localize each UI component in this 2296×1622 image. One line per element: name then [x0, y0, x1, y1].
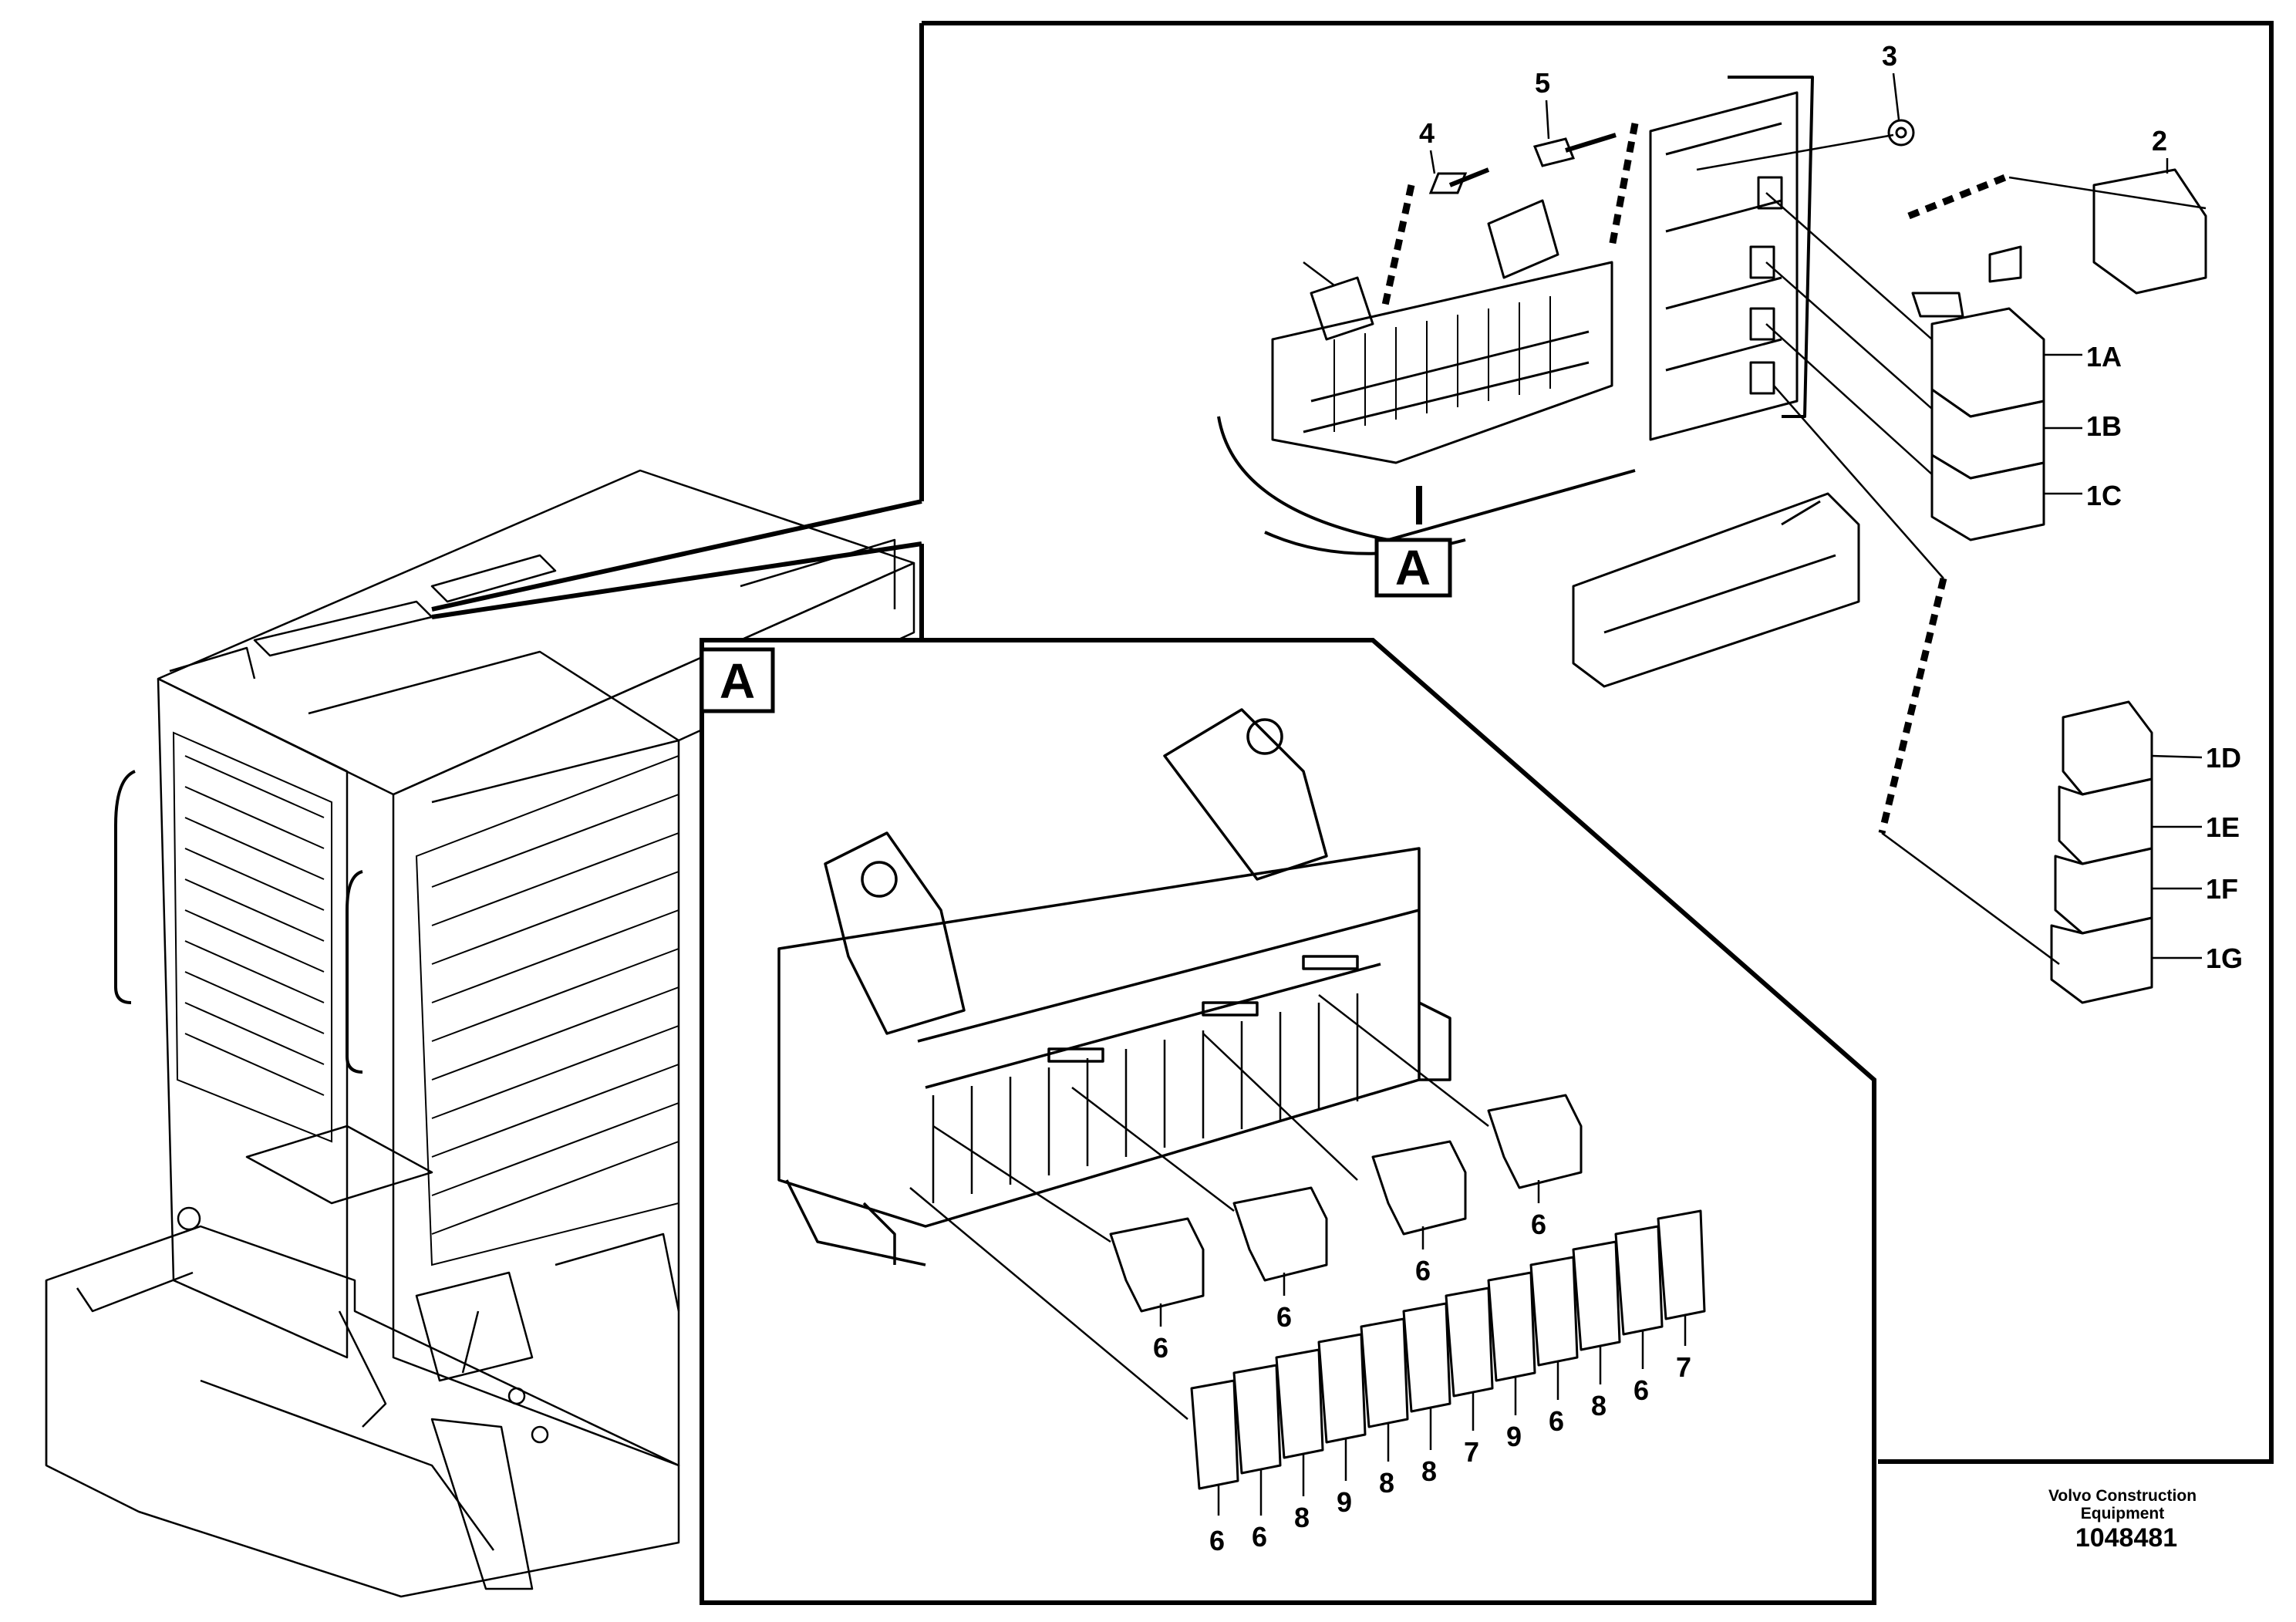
brand-line-1: Volvo Construction — [2048, 1487, 2197, 1505]
callout-inset-lower-1: 6 — [1209, 1525, 1225, 1556]
number-leaders — [1159, 1180, 1687, 1516]
machine-overview — [45, 469, 915, 1598]
callout-1a: 1A — [2086, 341, 2122, 373]
callout-inset-lower-6: 8 — [1421, 1455, 1437, 1487]
callout-inset-lower-12: 7 — [1676, 1351, 1691, 1383]
callout-inset-6b: 6 — [1276, 1301, 1292, 1333]
brand-line-2: Equipment — [2080, 1505, 2165, 1523]
callout-leaders-top — [1429, 73, 2203, 959]
callout-inset-lower-10: 8 — [1591, 1390, 1607, 1421]
detail-marker-inset: A — [700, 647, 775, 713]
callout-inset-6a: 6 — [1153, 1332, 1168, 1364]
fuse-box-inset — [777, 708, 1451, 1266]
callout-1d: 1D — [2206, 742, 2241, 774]
brand-label: Volvo Construction Equipment — [2022, 1487, 2223, 1523]
inset-frame — [700, 638, 1876, 1605]
lower-fuses — [1190, 1209, 1706, 1490]
callout-1b: 1B — [2086, 410, 2122, 442]
relay-group-abc — [1911, 168, 2207, 541]
callout-3: 3 — [1882, 40, 1897, 72]
dashed-leaders — [1381, 123, 2007, 835]
drawing-number: 1048481 — [2075, 1523, 2178, 1553]
callouts-inset-upper: 6 6 6 6 — [1153, 1209, 1546, 1364]
inset-leaders — [909, 994, 1489, 1420]
callout-inset-lower-2: 6 — [1252, 1521, 1267, 1553]
callouts-top: 1A 1B 1C 1D 1E 1F 1G 2 3 4 5 — [1419, 40, 2243, 974]
detail-frame-top — [919, 21, 2274, 1464]
relay-bracket — [1572, 76, 1860, 688]
callouts-inset-lower: 6 6 8 9 8 8 7 9 6 8 6 7 — [1209, 1351, 1691, 1556]
callout-inset-lower-8: 9 — [1506, 1421, 1522, 1452]
detail-marker-top: A — [1374, 538, 1452, 598]
callout-2: 2 — [2152, 125, 2167, 157]
callout-inset-lower-4: 9 — [1337, 1486, 1352, 1518]
callout-inset-lower-3: 8 — [1294, 1502, 1310, 1533]
callout-inset-6c: 6 — [1415, 1255, 1431, 1286]
callout-1c: 1C — [2086, 480, 2122, 511]
callout-inset-lower-9: 6 — [1549, 1405, 1564, 1437]
detail-leader — [431, 499, 922, 619]
relay-group-defg — [2050, 700, 2153, 1004]
callout-5: 5 — [1535, 67, 1550, 99]
callout-inset-lower-5: 8 — [1379, 1467, 1394, 1499]
fuse-box-top — [1217, 199, 1636, 555]
callout-inset-6d: 6 — [1531, 1209, 1546, 1240]
svg-text:A: A — [720, 653, 755, 709]
side-grille — [415, 754, 679, 1266]
callout-1e: 1E — [2206, 811, 2240, 843]
svg-text:A: A — [1395, 540, 1431, 595]
callout-inset-lower-11: 6 — [1633, 1374, 1649, 1406]
callout-4: 4 — [1419, 117, 1435, 149]
callout-1g: 1G — [2206, 943, 2243, 974]
front-grille — [172, 731, 332, 1143]
callout-1f: 1F — [2206, 873, 2238, 905]
upper-fuses — [1109, 1094, 1583, 1313]
callout-inset-lower-7: 7 — [1464, 1436, 1479, 1468]
relay-leaders — [1416, 133, 2207, 966]
fastener-screws — [1428, 119, 1915, 194]
